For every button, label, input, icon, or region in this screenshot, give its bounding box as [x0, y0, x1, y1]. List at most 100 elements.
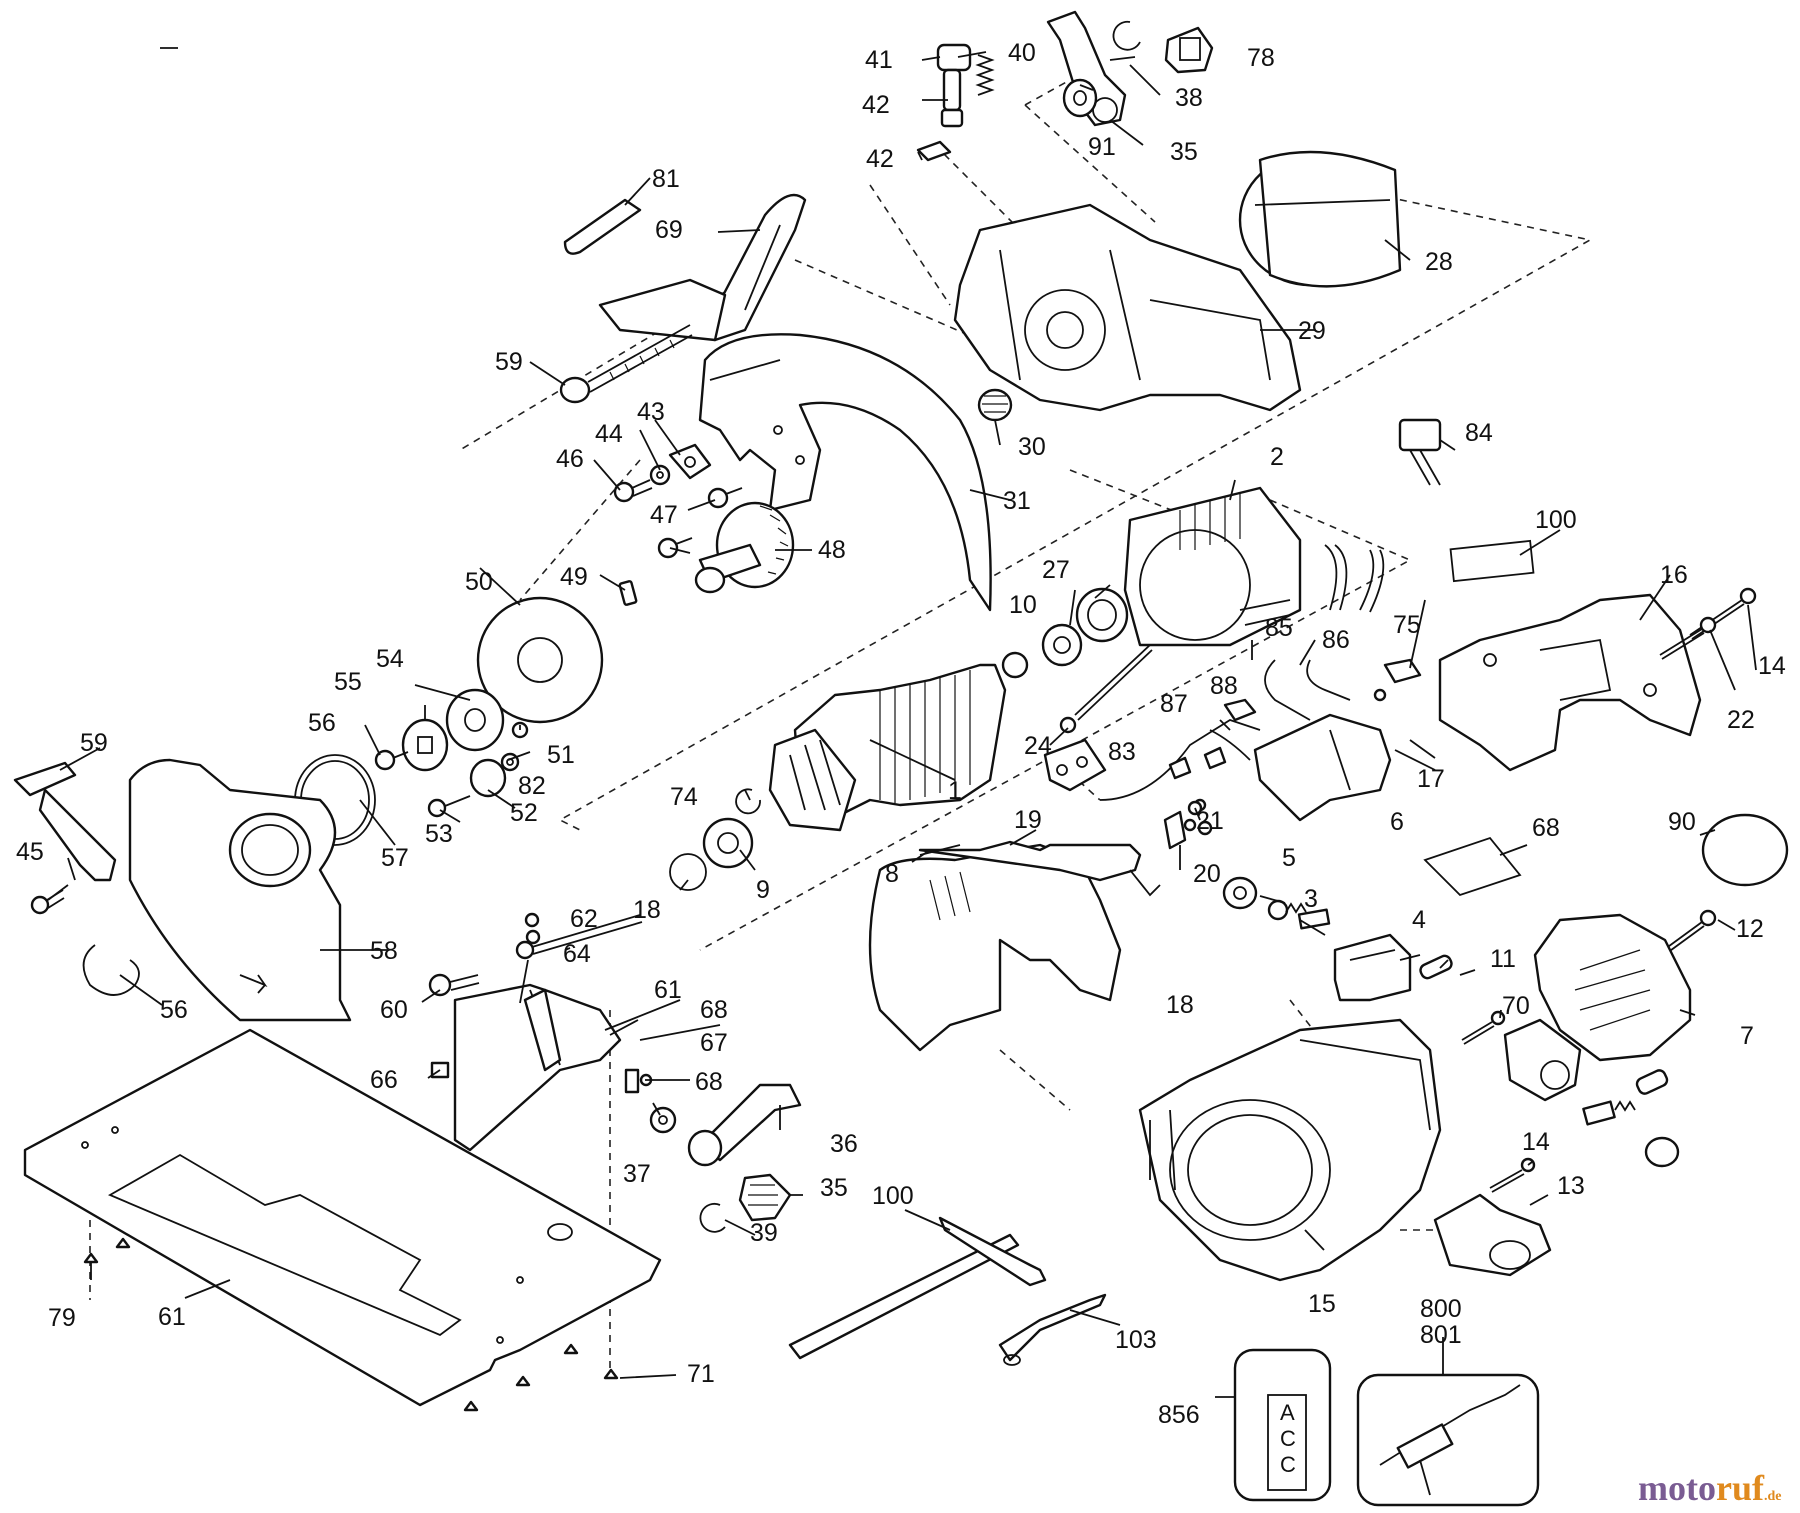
brush-parts	[1222, 876, 1412, 1002]
callout-87: 87	[1160, 690, 1188, 718]
callout-11: 11	[1490, 945, 1516, 973]
callout-13: 13	[1557, 1172, 1585, 1200]
callout-46: 50	[465, 568, 493, 596]
callout-91: 91	[1088, 133, 1116, 161]
callout-86: 86	[1322, 626, 1350, 654]
callout-39: 42	[862, 91, 890, 119]
callout-30: 30	[1018, 433, 1046, 461]
callout-74: 75	[1393, 611, 1421, 639]
callout-82: 82	[518, 772, 546, 800]
callout-50: 54	[376, 645, 404, 673]
callout-2: 2	[1270, 443, 1284, 471]
callout-19: 21	[1196, 807, 1224, 835]
spindle-stack	[294, 596, 604, 846]
guard-fasteners	[613, 443, 743, 559]
callout-33-bottom: 36	[830, 1130, 858, 1158]
callout-78: 78	[1247, 44, 1275, 72]
callout-16: 18	[1166, 991, 1194, 1019]
callout-103: 103	[1115, 1326, 1157, 1354]
base-screws	[83, 1237, 619, 1412]
callout-81: 81	[652, 165, 680, 193]
accessory-box-856	[1233, 1348, 1332, 1502]
callout-67: 70	[1502, 992, 1530, 1020]
callout-60: 61	[158, 1303, 186, 1331]
bearings-10-27	[1041, 587, 1129, 667]
callout-47: 51	[547, 741, 575, 769]
acc-letter-1: A	[1280, 1400, 1295, 1425]
callout-37: 41	[865, 46, 893, 74]
disc-89-label-68	[1423, 813, 1789, 897]
armature-1	[768, 644, 1153, 832]
callout-4: 4	[1412, 906, 1426, 934]
callout-59: 61	[654, 976, 682, 1004]
callout-42-left: 45	[16, 838, 44, 866]
callout-33-top: 35	[1170, 138, 1198, 166]
leader-lines	[47, 47, 1757, 1398]
callout-14-top: 14	[1758, 652, 1786, 680]
handle-16	[868, 840, 1161, 1052]
acc-letters: A C C	[1280, 1400, 1296, 1477]
end-cap-7	[1419, 909, 1717, 1062]
bevel-lock-top	[1046, 10, 1214, 127]
callout-70: 69	[655, 216, 683, 244]
wires-and-terminals	[1043, 544, 1422, 832]
callout-90: 100	[1535, 506, 1577, 534]
callout-57: 59	[495, 348, 523, 376]
callout-856: 856	[1158, 1401, 1200, 1429]
callout-89: 90	[1668, 808, 1696, 836]
callout-49: 53	[425, 820, 453, 848]
callout-51: 55	[334, 668, 362, 696]
callout-3: 3	[1304, 885, 1318, 913]
spindle-gear-44	[694, 501, 795, 594]
callout-35-bottom: 39	[750, 1219, 778, 1247]
watermark-name-part1: moto	[1638, 1468, 1716, 1508]
callout-36: 40	[1008, 39, 1036, 67]
bevel-arm-70	[598, 193, 807, 342]
acc-letter-2: C	[1280, 1426, 1296, 1451]
motor-housing-15	[1138, 1018, 1442, 1282]
callout-801: 801	[1420, 1321, 1462, 1349]
field-stator-2	[1123, 486, 1302, 647]
callout-88: 88	[1210, 672, 1238, 700]
callout-18: 20	[1193, 860, 1221, 888]
callout-24: 22	[1727, 706, 1755, 734]
callout-8: 8	[885, 860, 899, 888]
suppressor-84	[1398, 418, 1442, 486]
callout-5: 5	[1282, 844, 1296, 872]
callout-83: 83	[1108, 738, 1136, 766]
callout-labels: 41 40 42 42 78 38 91 35 81 69 28 29 59 3…	[16, 39, 1786, 1429]
callout-53: 57	[381, 844, 409, 872]
needle-bearing-30	[977, 388, 1013, 422]
key-45	[618, 580, 638, 606]
callout-6: 6	[1390, 808, 1404, 836]
callout-15: 15	[1308, 1290, 1336, 1318]
callout-21: 17	[1417, 765, 1445, 793]
svg-text:motoruf.de: motoruf.de	[1638, 1468, 1781, 1508]
switch-6	[1253, 713, 1392, 822]
callout-44: 48	[818, 536, 846, 564]
callout-62: 64	[563, 940, 591, 968]
callout-38: 42	[866, 145, 894, 173]
callout-58: 60	[380, 996, 408, 1024]
callout-1: 1	[948, 777, 962, 805]
callout-56: 56	[160, 996, 188, 1024]
rip-fence-100	[788, 1216, 1107, 1366]
callout-28: 28	[1425, 248, 1453, 276]
callout-48: 52	[510, 799, 538, 827]
callout-800: 800	[1420, 1295, 1462, 1323]
callout-54: 58	[370, 937, 398, 965]
bevel-bracket-69	[428, 912, 653, 1152]
callout-41: 44	[595, 420, 623, 448]
callout-69: 68	[700, 996, 728, 1024]
callout-34: 37	[623, 1160, 651, 1188]
callout-75: 74	[670, 783, 698, 811]
handle-screws	[1659, 587, 1757, 660]
callout-20: 16	[1660, 561, 1688, 589]
rings-bearing-9-22-75	[669, 788, 761, 891]
switch-lever-parts	[916, 43, 995, 162]
callout-68: 68	[1532, 814, 1560, 842]
callout-27: 27	[1042, 556, 1070, 584]
label-box-90	[1449, 539, 1535, 583]
callout-43: 47	[650, 501, 678, 529]
base-plate-60	[23, 1028, 662, 1407]
